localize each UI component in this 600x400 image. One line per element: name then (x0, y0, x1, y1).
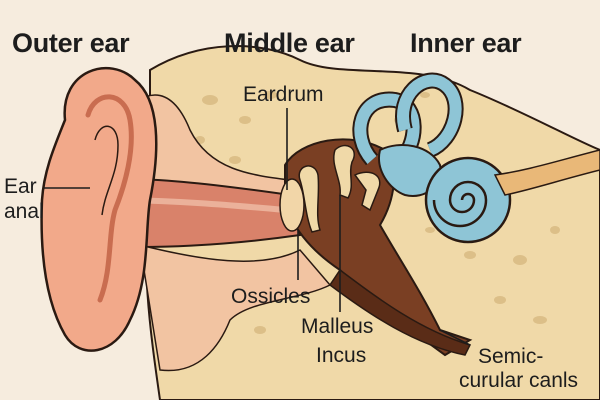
label-ossicles: Ossicles (231, 285, 311, 308)
pinna-fold (85, 94, 134, 303)
eustachian-tube (328, 268, 472, 356)
heading-outer-ear: Outer ear (12, 28, 130, 58)
heading-inner-ear: Inner ear (410, 28, 522, 58)
leader-semicircular (439, 329, 471, 346)
heading-middle-ear: Middle ear (224, 28, 355, 58)
leader-lines (44, 108, 471, 346)
label-semicircular-line1: Semic- (478, 345, 544, 368)
cochlea (424, 156, 512, 244)
pinna-inner (94, 125, 119, 216)
label-eardrum: Eardrum (243, 83, 324, 106)
ossicles (298, 144, 381, 233)
label-ear-canal-line2: anal (4, 200, 44, 223)
skin-lower (139, 243, 332, 372)
middle-ear-cavity (284, 138, 473, 357)
eardrum (279, 178, 305, 232)
semicircular-canals (352, 72, 464, 167)
label-incus: Incus (316, 344, 367, 367)
auditory-nerve (493, 149, 600, 196)
label-malleus: Malleus (301, 315, 374, 338)
label-ear-canal-line1: Ear (4, 175, 37, 198)
label-semicircular-line2: curular canls (459, 369, 579, 392)
pinna (40, 66, 158, 352)
